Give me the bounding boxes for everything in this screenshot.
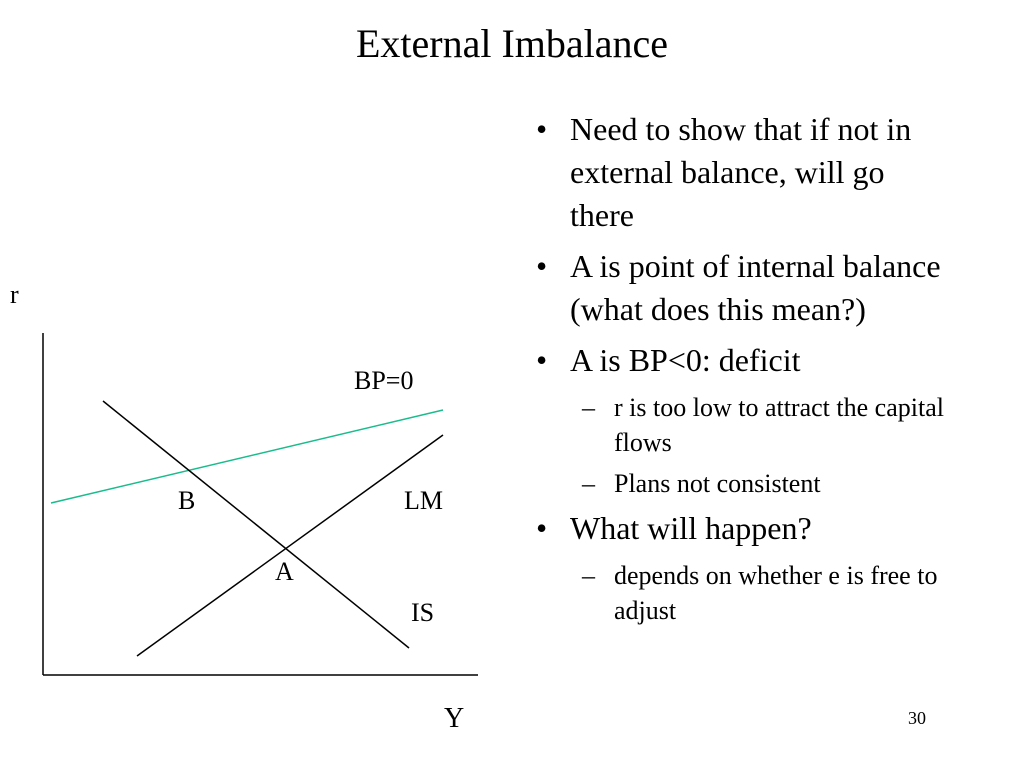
lm-curve-label: LM (404, 486, 443, 515)
sub-bullet-item: r is too low to attract the capital flow… (530, 390, 950, 460)
sub-bullet-item: Plans not consistent (530, 466, 950, 501)
page-number: 30 (908, 708, 926, 728)
x-axis-label: Y (444, 703, 464, 734)
bullet-item: What will happen? (530, 507, 950, 550)
sub-bullet-item: depends on whether e is free to adjust (530, 558, 950, 628)
slide-title: External Imbalance (355, 21, 669, 66)
bullet-item: A is BP<0: deficit (530, 339, 950, 382)
point-a-label: A (275, 557, 294, 586)
bullet-item: A is point of internal balance (what doe… (530, 245, 950, 331)
bullet-list: Need to show that if not in external bal… (530, 108, 950, 634)
is-curve (102, 400, 410, 649)
point-b-label: B (178, 486, 195, 515)
bp-curve (50, 409, 444, 504)
y-axis-label: r (10, 280, 19, 309)
bp-curve-label: BP=0 (354, 366, 413, 395)
is-curve-label: IS (411, 598, 434, 627)
lm-curve (136, 434, 444, 657)
bullet-item: Need to show that if not in external bal… (530, 108, 950, 237)
